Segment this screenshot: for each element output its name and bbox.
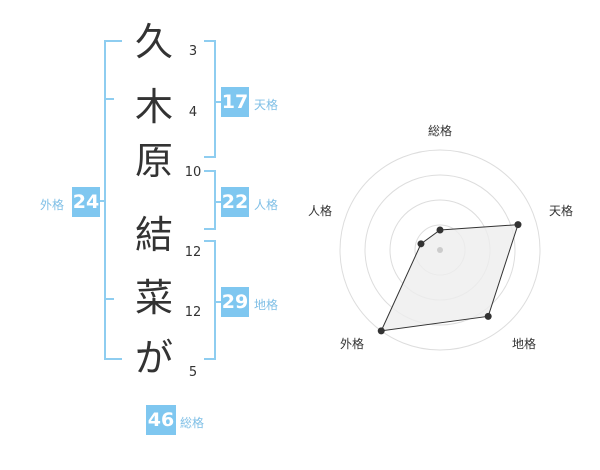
stroke-count-6: 5	[188, 365, 198, 380]
name-char-5: 菜	[134, 276, 173, 320]
radar-label-jinkaku: 人格	[308, 204, 333, 218]
tenkaku-label: 天格	[254, 98, 279, 112]
name-char-1: 久	[134, 20, 173, 64]
gaikaku-value: 24	[72, 187, 100, 217]
name-char-2: 木	[134, 85, 173, 129]
radar-point-2	[514, 221, 522, 229]
radar-ring	[364, 174, 516, 326]
stroke-count-2: 4	[188, 105, 198, 120]
stroke-count-5: 12	[184, 305, 202, 320]
radar-ring	[339, 149, 541, 351]
radar-label-gaikaku: 外格	[340, 337, 365, 351]
name-char-4: 結	[134, 213, 173, 257]
radar-label-chikaku: 地格	[512, 337, 537, 351]
jinkaku-value: 22	[221, 187, 249, 217]
radar-area	[380, 224, 519, 332]
tenkaku-value: 17	[221, 87, 249, 117]
radar-point-4	[377, 327, 385, 335]
stroke-count-4: 12	[184, 245, 202, 260]
soukaku-label: 総格	[180, 416, 205, 430]
name-char-3: 原	[134, 139, 173, 183]
chikaku-label: 地格	[254, 298, 279, 312]
stroke-count-3: 10	[184, 165, 202, 180]
radar-point-3	[484, 312, 492, 320]
stroke-count-1: 3	[188, 44, 198, 59]
soukaku-value: 46	[146, 405, 176, 435]
jinkaku-label: 人格	[254, 198, 279, 212]
radar-point-1	[436, 226, 444, 234]
radar-label-tenkaku: 天格	[549, 204, 574, 218]
radar-center	[437, 247, 443, 253]
radar-point-5	[417, 240, 425, 248]
radar-label-soukaku: 総格	[428, 124, 453, 138]
gaikaku-label: 外格	[40, 198, 65, 212]
name-char-6: が	[134, 336, 173, 380]
chikaku-value: 29	[221, 287, 249, 317]
